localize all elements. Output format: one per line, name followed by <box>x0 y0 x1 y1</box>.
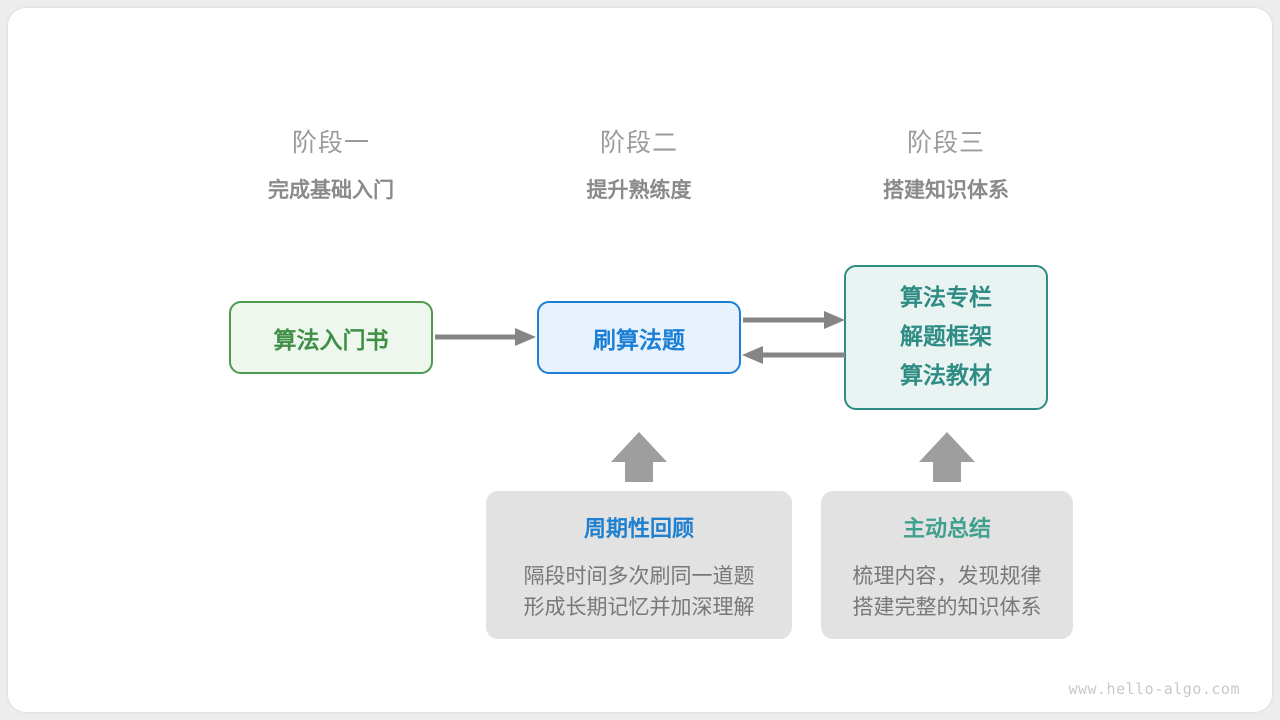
flow-box-resources-line-1: 算法专栏 <box>900 285 992 311</box>
stage-header-3: 阶段三 搭建知识体系 <box>816 126 1076 206</box>
flow-box-intro-book[interactable]: 算法入门书 <box>229 301 433 374</box>
note-card-periodic-review-body: 隔段时间多次刷同一道题 形成长期记忆并加深理解 <box>524 561 755 623</box>
note-card-periodic-review-body-line-2: 形成长期记忆并加深理解 <box>523 595 755 619</box>
stage-1-desc: 完成基础入门 <box>268 178 394 202</box>
stage-header-1: 阶段一 完成基础入门 <box>201 126 461 206</box>
stage-3-name: 阶段三 <box>906 128 985 157</box>
note-card-active-summary-body-line-2: 搭建完整的知识体系 <box>852 595 1042 619</box>
flow-box-practice-problems-label: 刷算法题 <box>593 327 685 354</box>
flow-box-resources[interactable]: 算法专栏 解题框架 算法教材 <box>844 265 1048 410</box>
stage-2-desc: 提升熟练度 <box>586 178 692 202</box>
stage-3-desc: 搭建知识体系 <box>883 178 1009 202</box>
stage-2-name: 阶段二 <box>599 128 678 157</box>
note-card-active-summary-body-line-1: 梳理内容，发现规律 <box>852 564 1042 588</box>
flow-box-resources-line-2: 解题框架 <box>900 324 992 350</box>
note-card-active-summary[interactable]: 主动总结 梳理内容，发现规律 搭建完整的知识体系 <box>821 491 1073 639</box>
flow-box-resources-line-3: 算法教材 <box>900 363 992 389</box>
note-card-active-summary-body: 梳理内容，发现规律 搭建完整的知识体系 <box>853 561 1042 623</box>
note-card-periodic-review-title: 周期性回顾 <box>583 517 694 542</box>
flow-box-intro-book-label: 算法入门书 <box>273 327 389 354</box>
watermark: www.hello-algo.com <box>1068 680 1240 698</box>
note-card-active-summary-title: 主动总结 <box>902 517 991 542</box>
note-card-periodic-review[interactable]: 周期性回顾 隔段时间多次刷同一道题 形成长期记忆并加深理解 <box>486 491 792 639</box>
stage-header-2: 阶段二 提升熟练度 <box>509 126 769 206</box>
stage-1-name: 阶段一 <box>291 128 370 157</box>
note-card-periodic-review-body-line-1: 隔段时间多次刷同一道题 <box>523 564 755 588</box>
flow-box-practice-problems[interactable]: 刷算法题 <box>537 301 741 374</box>
